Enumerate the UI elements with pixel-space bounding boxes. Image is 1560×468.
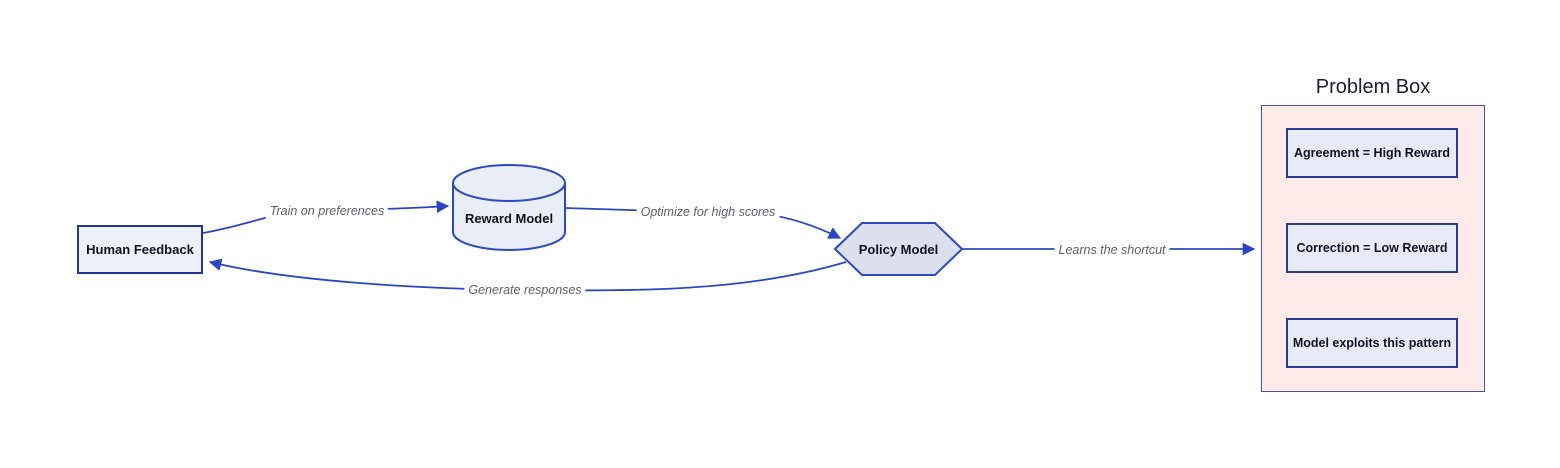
- edge-label-learns-the-shortcut: Learns the shortcut: [1054, 242, 1170, 258]
- problem-item-agreement: Agreement = High Reward: [1286, 128, 1458, 178]
- reward-model-label: Reward Model: [464, 210, 554, 226]
- edge-label-generate-responses: Generate responses: [464, 282, 586, 298]
- node-human-feedback: Human Feedback: [77, 225, 203, 274]
- problem-item-correction-label: Correction = Low Reward: [1296, 241, 1448, 255]
- hexagon-shape: [833, 222, 964, 276]
- node-policy-model: Policy Model: [835, 236, 962, 262]
- problem-item-correction: Correction = Low Reward: [1286, 223, 1458, 273]
- policy-model-label: Policy Model: [858, 241, 939, 257]
- problem-item-exploit: Model exploits this pattern: [1286, 318, 1458, 368]
- edge-label-optimize-for-high-scores: Optimize for high scores: [636, 204, 780, 220]
- problem-item-agreement-label: Agreement = High Reward: [1294, 146, 1450, 160]
- edge-label-train-on-preferences: Train on preferences: [265, 203, 389, 219]
- cylinder-shape: [452, 164, 566, 251]
- problem-box-title: Problem Box: [1315, 76, 1431, 98]
- problem-item-exploit-label: Model exploits this pattern: [1292, 336, 1452, 350]
- human-feedback-label: Human Feedback: [86, 242, 194, 257]
- node-reward-model: Reward Model: [453, 205, 565, 231]
